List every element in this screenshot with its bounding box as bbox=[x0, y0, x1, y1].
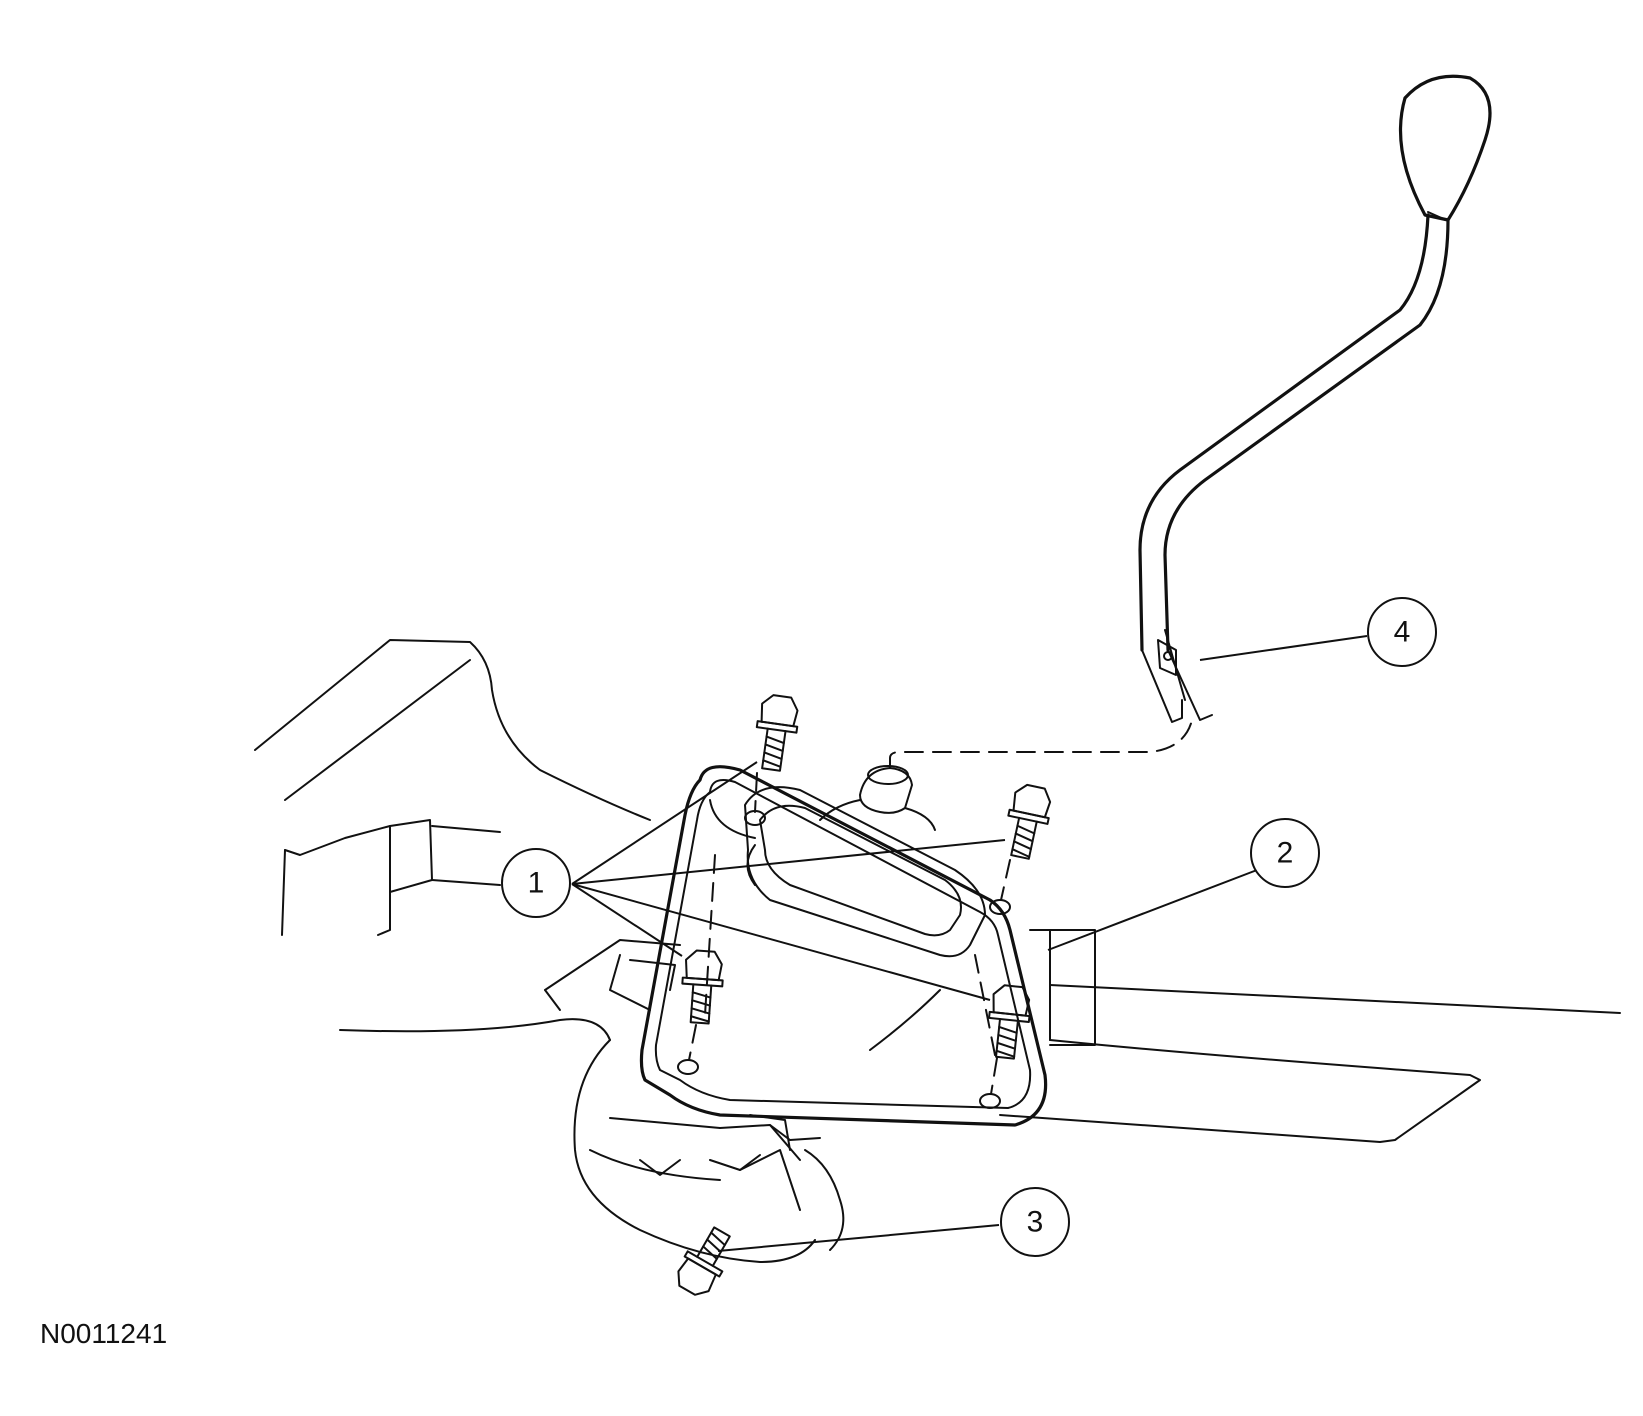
callout-2-label: 2 bbox=[1277, 837, 1294, 870]
bolt-1b bbox=[1007, 783, 1052, 860]
callout-2: 2 bbox=[1250, 818, 1320, 888]
bolt-3 bbox=[677, 1226, 731, 1296]
callout-1-label: 1 bbox=[528, 867, 545, 900]
callout-3: 3 bbox=[1000, 1187, 1070, 1257]
bolt-1a bbox=[755, 694, 799, 772]
figure-reference-code: N0011241 bbox=[40, 1318, 168, 1349]
shifter-boot-plate bbox=[639, 765, 1048, 1127]
callout-4: 4 bbox=[1367, 597, 1437, 667]
lever-install-path bbox=[889, 719, 1193, 769]
shift-lever bbox=[1138, 74, 1492, 723]
floor-tunnel-outline bbox=[254, 639, 1621, 1263]
callout-1: 1 bbox=[501, 848, 571, 918]
bolt-1c bbox=[681, 949, 724, 1025]
callout-3-label: 3 bbox=[1027, 1206, 1044, 1239]
leader-lines bbox=[571, 635, 1368, 1252]
bolt-1d bbox=[988, 984, 1031, 1060]
callout-4-label: 4 bbox=[1394, 616, 1411, 649]
